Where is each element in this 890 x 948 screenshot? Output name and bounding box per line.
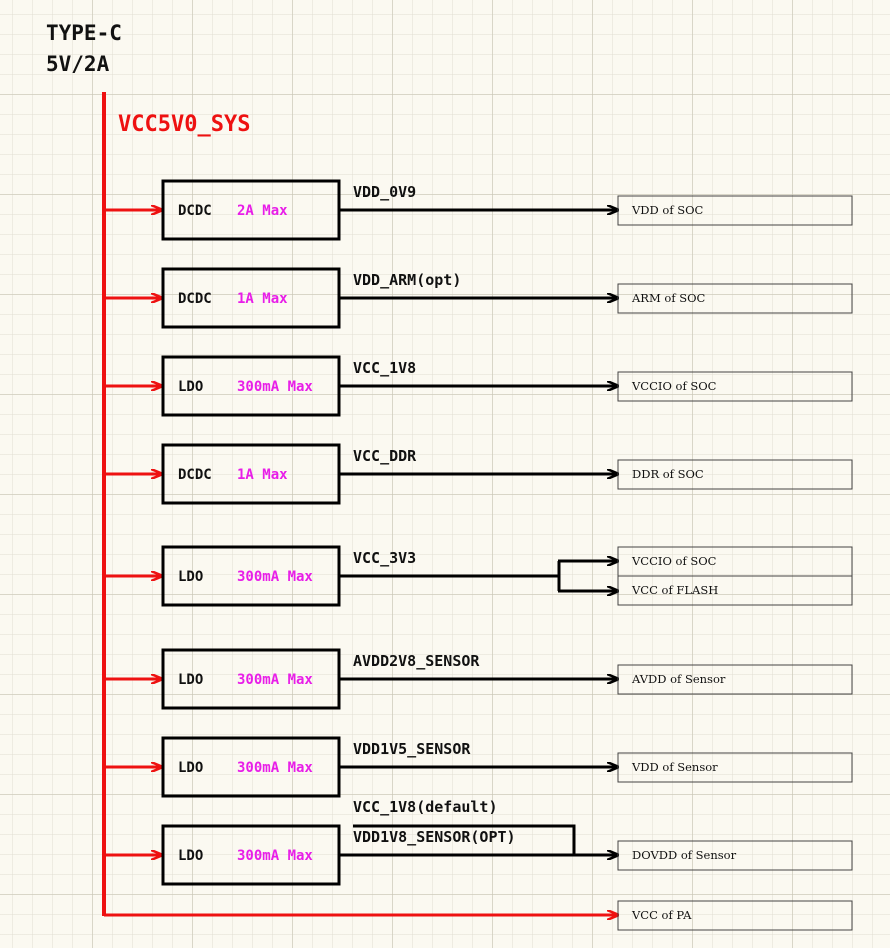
rail-name: VCC5V0_SYS bbox=[118, 112, 250, 137]
regulator-max-current: 300mA Max bbox=[237, 569, 313, 585]
load-box bbox=[617, 371, 853, 402]
regulator-type: DCDC bbox=[178, 291, 212, 307]
regulator-max-current: 300mA Max bbox=[237, 760, 313, 776]
regulator-type: DCDC bbox=[178, 203, 212, 219]
load-label: ARM of SOC bbox=[631, 291, 706, 305]
regulator-max-current: 2A Max bbox=[237, 203, 288, 219]
output-net-label: AVDD2V8_SENSOR bbox=[353, 652, 480, 670]
load-label: AVDD of Sensor bbox=[631, 672, 726, 686]
source-type-label: TYPE-C bbox=[46, 21, 122, 45]
load-box bbox=[617, 459, 853, 490]
output-net-label: VCC_DDR bbox=[353, 447, 417, 465]
load-label: VDD of Sensor bbox=[631, 760, 718, 774]
output-net-label: VDD1V8_SENSOR(OPT) bbox=[353, 828, 516, 846]
load-box bbox=[617, 283, 853, 314]
output-net-label: VCC_3V3 bbox=[353, 549, 416, 567]
load-label: DOVDD of Sensor bbox=[632, 848, 737, 862]
regulator-max-current: 300mA Max bbox=[237, 672, 313, 688]
load-label: VCC of PA bbox=[631, 908, 692, 922]
load-box bbox=[617, 900, 853, 931]
load-label: VCCIO of SOC bbox=[631, 554, 717, 568]
load-label: VDD of SOC bbox=[631, 203, 704, 217]
load-label: DDR of SOC bbox=[632, 467, 704, 481]
regulator-type: LDO bbox=[178, 848, 203, 864]
output-net-label: VDD_0V9 bbox=[353, 183, 416, 201]
load-label: VCC of FLASH bbox=[631, 583, 718, 597]
regulator-max-current: 1A Max bbox=[237, 291, 288, 307]
regulator-max-current: 300mA Max bbox=[237, 379, 313, 395]
direct-load-branch: VCC of PA bbox=[104, 900, 853, 931]
alt-supply-wire bbox=[353, 824, 576, 856]
alt-net-label: VCC_1V8(default) bbox=[353, 798, 498, 816]
regulator-type: DCDC bbox=[178, 467, 212, 483]
regulator-type: LDO bbox=[178, 672, 203, 688]
output-net-label: VDD_ARM(opt) bbox=[353, 271, 461, 289]
load-box bbox=[617, 575, 853, 606]
regulator-max-current: 300mA Max bbox=[237, 848, 313, 864]
regulator-row: LDO 300mA Max VCC_3V3 VCCIO of SOC VCC of FL… bbox=[104, 545, 853, 607]
load-label: VCCIO of SOC bbox=[631, 379, 717, 393]
regulator-type: LDO bbox=[178, 569, 203, 585]
output-net-label: VCC_1V8 bbox=[353, 359, 416, 377]
load-box bbox=[617, 195, 853, 226]
load-box bbox=[617, 664, 853, 695]
regulator-row: LDO 300mA Max AVDD2V8_SENSOR AVDD of Sensor bbox=[104, 648, 853, 710]
load-box bbox=[617, 752, 853, 783]
load-box bbox=[617, 840, 853, 871]
source-rating-label: 5V/2A bbox=[46, 52, 110, 76]
regulator-row: LDO 300mA Max VDD1V5_SENSOR VDD of Sensor bbox=[104, 736, 853, 798]
regulator-max-current: 1A Max bbox=[237, 467, 288, 483]
regulator-row: DCDC 1A Max VCC_DDR DDR of SOC bbox=[104, 443, 853, 505]
regulator-row: DCDC 1A Max VDD_ARM(opt) ARM of SOC bbox=[104, 267, 853, 329]
output-net-label: VDD1V5_SENSOR bbox=[353, 740, 471, 758]
regulator-type: LDO bbox=[178, 379, 203, 395]
regulator-type: LDO bbox=[178, 760, 203, 776]
regulator-row: LDO 300mA Max VDD1V8_SENSOR(OPT) DOVDD of S… bbox=[104, 798, 853, 886]
